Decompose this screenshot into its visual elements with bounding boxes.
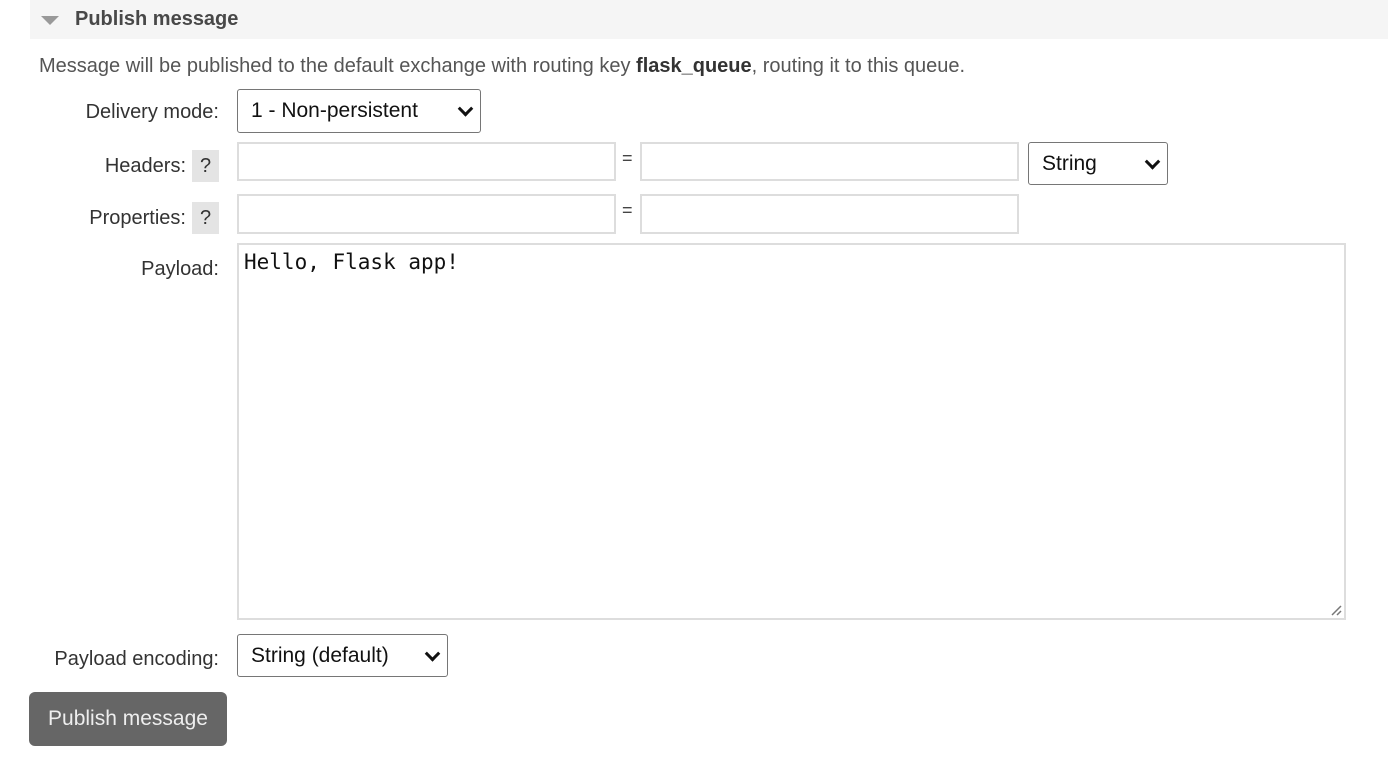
resize-grip-icon[interactable]	[1330, 604, 1342, 616]
delivery-mode-label-text: Delivery mode:	[85, 101, 219, 123]
headers-help-icon[interactable]: ?	[192, 150, 219, 182]
description-prefix: Message will be published to the default…	[39, 55, 637, 77]
property-key-input[interactable]	[237, 194, 616, 234]
headers-label: Headers: ?	[105, 150, 219, 182]
header-value-input[interactable]	[640, 142, 1019, 181]
property-equals: =	[622, 200, 633, 220]
payload-label: Payload:	[141, 258, 219, 281]
section-header-publish-message[interactable]: Publish message	[30, 0, 1388, 39]
header-type-value: String	[1042, 151, 1097, 175]
payload-encoding-value: String (default)	[251, 643, 389, 667]
routing-key: flask_queue	[636, 55, 752, 77]
payload-encoding-label-text: Payload encoding:	[54, 648, 219, 670]
publish-description: Message will be published to the default…	[39, 55, 965, 78]
payload-label-text: Payload:	[141, 258, 219, 280]
chevron-down-icon	[424, 645, 441, 662]
header-equals: =	[622, 148, 633, 168]
properties-help-icon[interactable]: ?	[192, 202, 219, 234]
property-value-input[interactable]	[640, 194, 1019, 234]
delivery-mode-label: Delivery mode:	[86, 101, 219, 124]
description-suffix: , routing it to this queue.	[751, 55, 966, 77]
headers-label-text: Headers:	[104, 154, 186, 177]
delivery-mode-value: 1 - Non-persistent	[251, 99, 418, 122]
chevron-down-icon	[457, 101, 474, 117]
payload-textarea[interactable]: Hello, Flask app!	[237, 243, 1346, 620]
section-title: Publish message	[75, 8, 239, 30]
properties-label: Properties: ?	[89, 202, 219, 234]
payload-encoding-select[interactable]: String (default)	[237, 634, 448, 677]
triangle-down-icon[interactable]	[41, 16, 59, 25]
properties-label-text: Properties:	[89, 206, 186, 229]
header-type-select[interactable]: String	[1028, 142, 1168, 185]
header-key-input[interactable]	[237, 142, 616, 181]
chevron-down-icon	[1144, 153, 1161, 170]
publish-message-button[interactable]: Publish message	[29, 692, 227, 746]
delivery-mode-select[interactable]: 1 - Non-persistent	[237, 89, 481, 133]
payload-value: Hello, Flask app!	[244, 250, 459, 274]
payload-encoding-label: Payload encoding:	[54, 648, 219, 671]
